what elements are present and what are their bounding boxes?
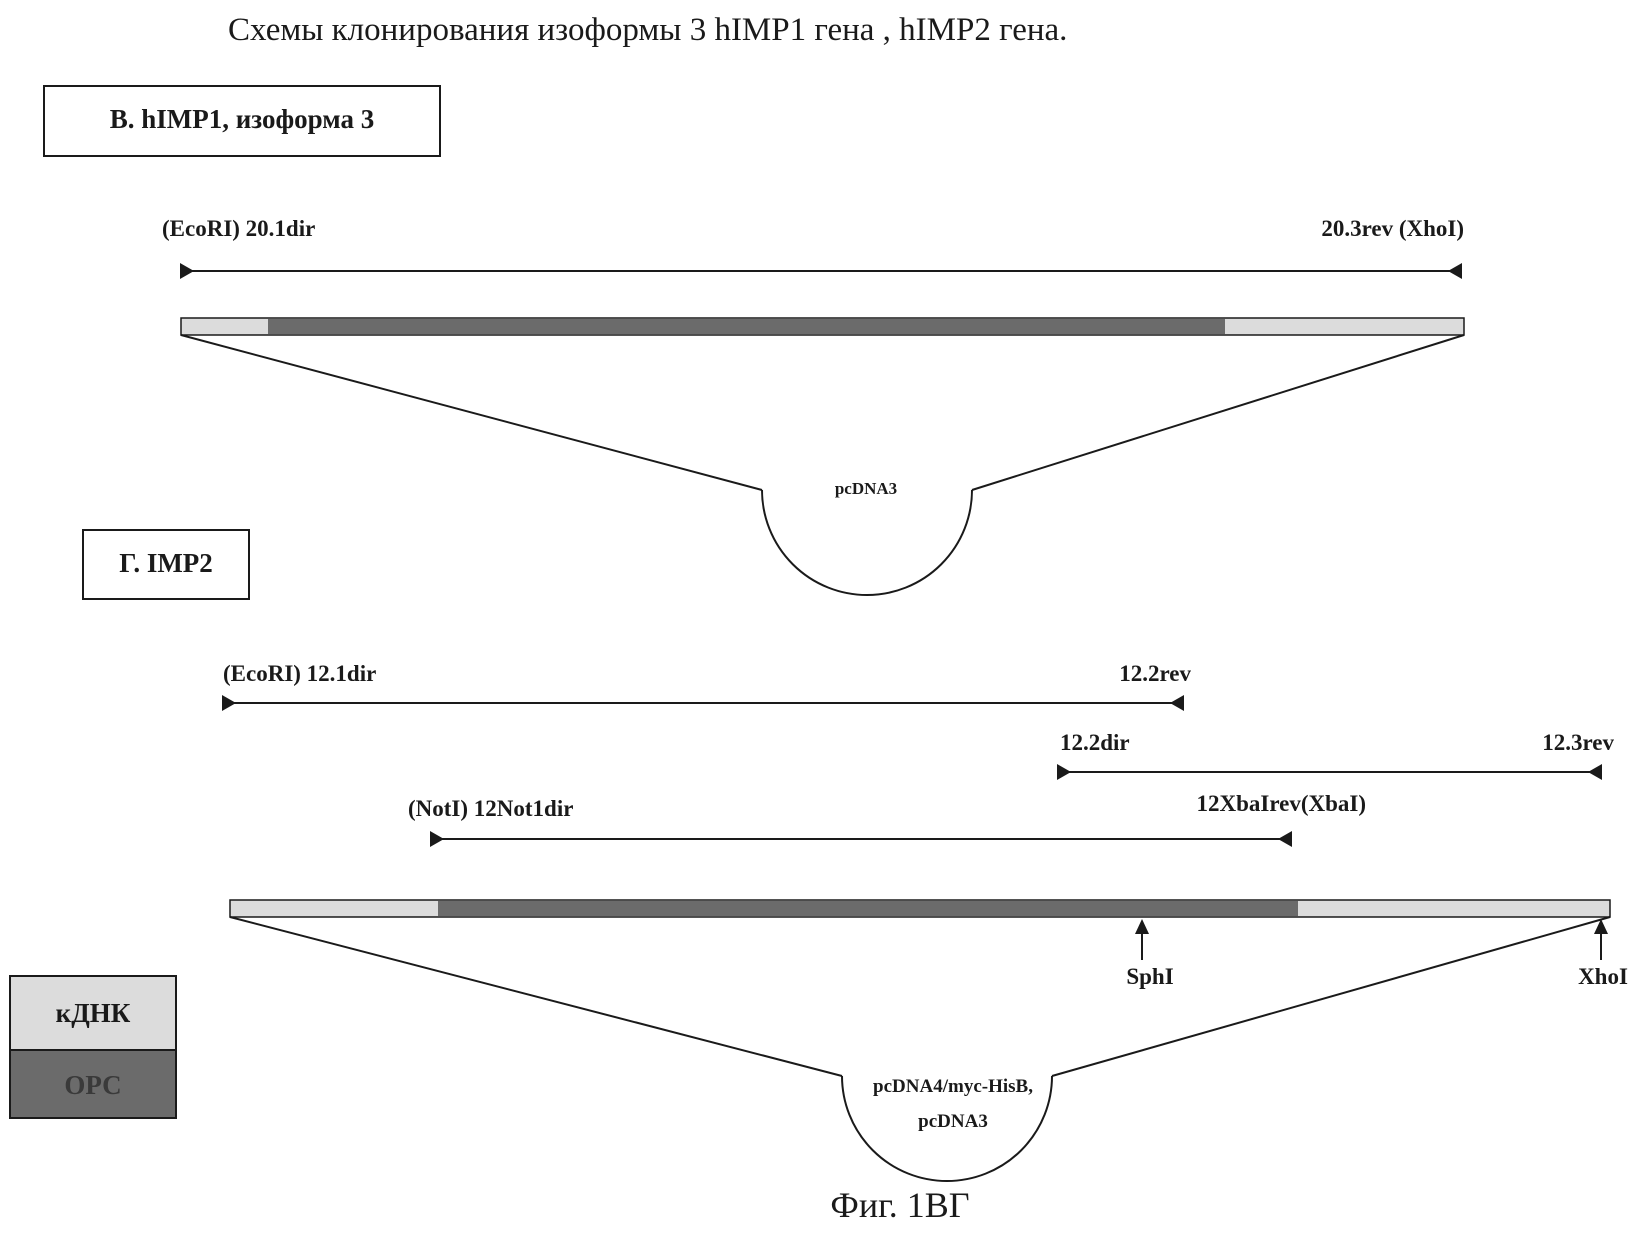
panel-b-insert-line-left <box>180 334 763 491</box>
panel-g-sphi-arrowhead <box>1135 919 1149 934</box>
legend: кДНК ОРС <box>9 975 177 1119</box>
panel-b-right-arrowhead <box>1448 263 1462 279</box>
panel-g-primer2-right-label: 12.3rev <box>1542 730 1614 755</box>
panel-g-vector-label-line1: pcDNA4/myc-HisB, <box>873 1076 1033 1097</box>
panel-g-xhoi-arrowhead <box>1594 919 1608 934</box>
panel-g-primer1-left-label: (EcoRI) 12.1dir <box>223 661 376 686</box>
legend-orf-label: ОРС <box>64 1070 121 1100</box>
panel-g-vector-arc <box>841 1075 1053 1182</box>
panel-g-primer2-left-label: 12.2dir <box>1060 730 1130 755</box>
panel-b-primer-right-label: 20.3rev (XhoI) <box>1321 216 1464 241</box>
figure-title: Схемы клонирования изоформы 3 hIMP1 гена… <box>228 12 1067 48</box>
legend-cdna-label: кДНК <box>56 998 131 1028</box>
panel-g-primer3-right-label: 12XbaIrev(XbaI) <box>1196 791 1366 816</box>
panel-g-orf-segment <box>438 901 1298 916</box>
legend-cdna-swatch <box>9 975 177 1051</box>
panel-g-amplicon1-left-arrowhead <box>222 695 236 711</box>
panel-b-insert-line-right <box>971 334 1465 491</box>
panel-b-primer-left-label: (EcoRI) 20.1dir <box>162 216 315 241</box>
panel-b: B. hIMP1, изоформа 3 (EcoRI) 20.1dir 20.… <box>43 85 1465 596</box>
panel-g-primer3-left-label: (NotI) 12Not1dir <box>408 796 573 821</box>
panel-g-insert-line-right <box>1051 916 1611 1077</box>
panel-g-xhoi-label: XhoI <box>1578 964 1628 989</box>
panel-b-orf-segment <box>268 319 1225 334</box>
panel-g-sphi-label: SphI <box>1126 964 1173 989</box>
panel-b-heading-box <box>43 85 441 157</box>
panel-g-heading-box <box>82 529 250 600</box>
panel-g-vector-label-line2: pcDNA3 <box>918 1111 988 1132</box>
panel-b-vector-arc <box>761 489 973 596</box>
panel-g-primer1-right-label: 12.2rev <box>1119 661 1191 686</box>
panel-b-heading: B. hIMP1, изоформа 3 <box>110 104 375 134</box>
panel-g-heading: Г. IMP2 <box>119 548 213 578</box>
panel-g-amplicon3-right-arrowhead <box>1278 831 1292 847</box>
legend-orf-swatch <box>9 1049 177 1119</box>
panel-b-left-arrowhead <box>180 263 194 279</box>
panel-g-amplicon2-left-arrowhead <box>1057 764 1071 780</box>
panel-g: Г. IMP2 (EcoRI) 12.1dir 12.2rev 12.2dir … <box>82 529 1628 1182</box>
panel-g-amplicon2-right-arrowhead <box>1588 764 1602 780</box>
panel-b-vector-label: pcDNA3 <box>835 479 897 498</box>
figure-caption: Фиг. 1ВГ <box>830 1185 969 1225</box>
panel-g-insert-line-left <box>229 916 843 1077</box>
panel-g-amplicon3-left-arrowhead <box>430 831 444 847</box>
panel-g-amplicon1-right-arrowhead <box>1170 695 1184 711</box>
